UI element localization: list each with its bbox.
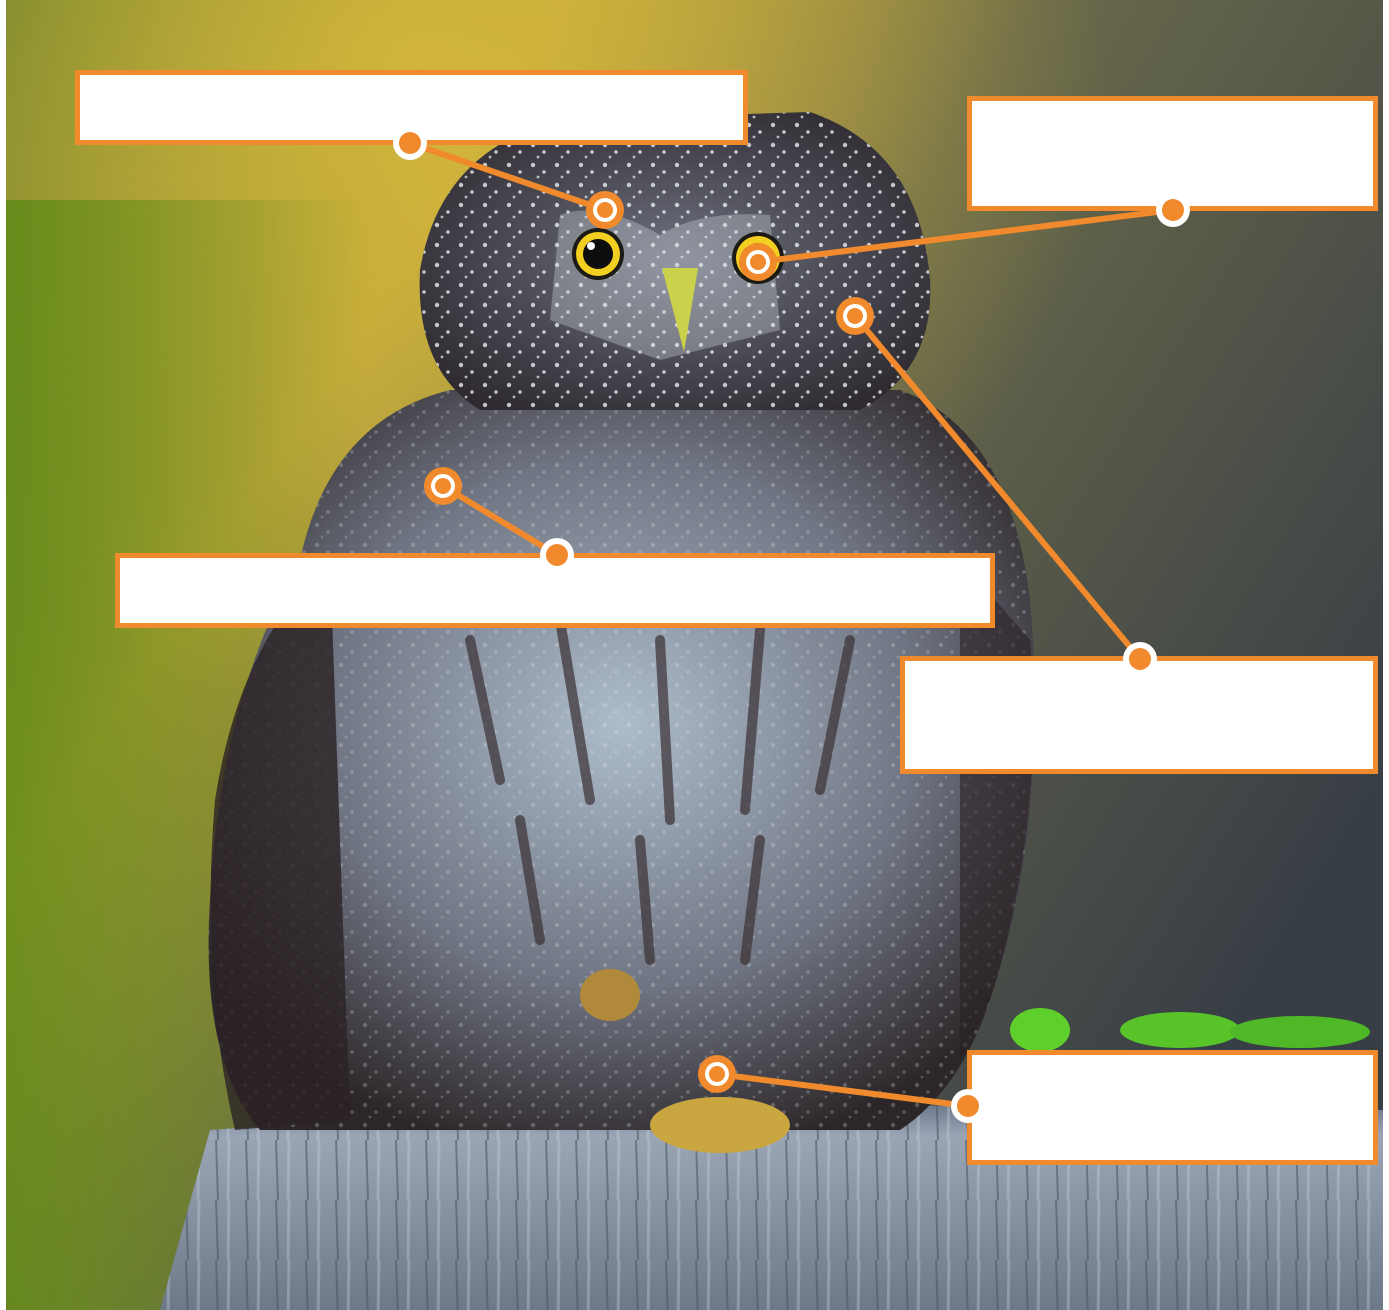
target-marker-facial-disc[interactable] <box>836 297 874 335</box>
target-marker-talons[interactable] <box>698 1055 736 1093</box>
target-marker-breast-feathers[interactable] <box>424 467 462 505</box>
pointer-1-line <box>407 140 608 213</box>
feet <box>580 969 790 1153</box>
pointer-3-line <box>440 483 560 558</box>
label-box-facial-disc[interactable] <box>900 656 1378 774</box>
target-marker-left-eye[interactable] <box>586 191 624 229</box>
target-marker-right-eye[interactable] <box>739 243 777 281</box>
beak <box>662 268 698 352</box>
target-markers <box>424 191 874 1093</box>
label-box-breast-feathers[interactable] <box>115 553 995 628</box>
moss <box>1010 1008 1370 1052</box>
label-box-talons[interactable] <box>967 1050 1378 1165</box>
pointer-4-line <box>852 313 1143 662</box>
label-box-left-eye[interactable] <box>75 70 748 145</box>
pointer-2-line <box>755 207 1176 265</box>
label-box-right-eye[interactable] <box>967 96 1378 211</box>
pointer-5-line <box>714 1071 971 1109</box>
